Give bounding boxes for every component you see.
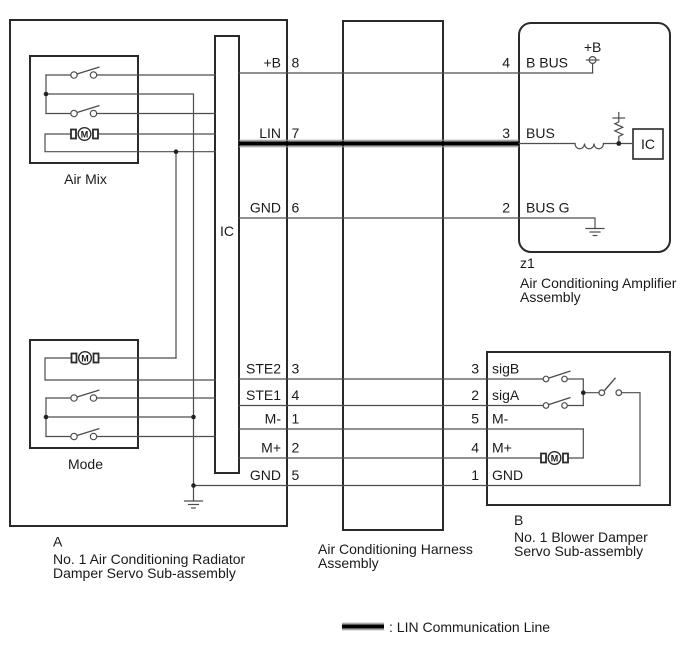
mode-switch-1-icon	[70, 389, 100, 402]
blower-motor-icon: M	[540, 451, 569, 466]
legend-lin-label: : LIN Communication Line	[389, 619, 550, 635]
pin-number: 4	[502, 55, 510, 71]
servo-b-name-line2: Servo Sub-assembly	[514, 543, 643, 559]
ground-icon	[585, 227, 605, 237]
pin-number: 5	[471, 411, 479, 427]
pin-label: STE2	[246, 361, 281, 377]
pin-number: 3	[502, 125, 510, 141]
servo-a-caption: A No. 1 Air Conditioning Radiator Damper…	[53, 534, 246, 582]
junction-dots	[43, 91, 622, 488]
pin-label: sigA	[492, 387, 520, 403]
mode-label: Mode	[68, 456, 103, 472]
harness-box	[342, 20, 444, 531]
servo-a-ic-box	[214, 35, 240, 474]
servo-a-name-line1: No. 1 Air Conditioning Radiator	[53, 551, 246, 567]
pin-label: STE1	[246, 387, 281, 403]
ground-icon	[183, 500, 204, 509]
amplifier-pins: 4 B BUS 3 BUS 2 BUS G	[502, 55, 569, 216]
pin-number: 2	[502, 200, 510, 216]
amplifier-internal	[518, 55, 634, 237]
pin-label: LIN	[259, 125, 281, 141]
sigb-switch-icon	[542, 370, 571, 383]
servo-a-ic-label: IC	[220, 223, 234, 239]
pin-number: 4	[471, 440, 479, 456]
air-mix-box	[29, 55, 139, 164]
servo-b-internal-wires	[566, 378, 641, 487]
legend: : LIN Communication Line	[342, 619, 550, 635]
amplifier-box	[518, 22, 671, 253]
amplifier-ic-label: IC	[641, 136, 655, 152]
common-switch-icon	[598, 377, 623, 397]
pin-label: GND	[250, 200, 281, 216]
servo-a-box	[9, 19, 288, 527]
harness-name-line2: Assembly	[318, 555, 379, 571]
motor-letter: M	[551, 453, 559, 463]
amplifier-ic-box	[632, 128, 664, 160]
pin-label: BUS G	[526, 200, 570, 216]
pin-number: 2	[471, 387, 479, 403]
servo-a-code: A	[53, 534, 63, 550]
pin-number: 1	[292, 411, 300, 427]
pullup-resistor-icon	[612, 111, 626, 145]
pin-number: 2	[292, 440, 300, 456]
pin-label: M+	[492, 440, 512, 456]
air-mix-switch-2-icon	[70, 104, 100, 118]
servo-b-name-line1: No. 1 Blower Damper	[514, 529, 648, 545]
amplifier-power-label: +B	[584, 39, 602, 55]
motor-letter: M	[81, 353, 89, 363]
pin-number: 4	[292, 387, 300, 403]
pin-label: +B	[263, 55, 281, 71]
pin-number: 1	[471, 467, 479, 483]
air-mix-motor-icon: M	[70, 126, 99, 141]
lin-line-swatch-icon	[342, 622, 384, 631]
servo-a-pins: +B 8 LIN 7 GND 6 STE2 3 STE1 4 M- 1 M+ 2…	[246, 55, 300, 484]
mode-box	[29, 339, 139, 449]
mode-motor-icon: M	[70, 351, 100, 366]
pin-number: 6	[292, 200, 300, 216]
interconnect-wires	[192, 72, 641, 487]
pin-number: 5	[292, 467, 300, 483]
servo-b-caption: B No. 1 Blower Damper Servo Sub-assembly	[514, 512, 648, 559]
amplifier-caption: z1 Air Conditioning Amplifier Assembly	[520, 255, 677, 305]
pin-label: B BUS	[526, 55, 568, 71]
pin-number: 3	[292, 361, 300, 377]
amplifier-name-line2: Assembly	[520, 289, 581, 305]
inductor-icon	[574, 142, 605, 150]
pin-label: M-	[492, 411, 509, 427]
pin-label: GND	[492, 467, 523, 483]
pin-label: M+	[261, 440, 281, 456]
pin-number: 8	[292, 55, 300, 71]
servo-b-pins: 3 sigB 2 sigA 5 M- 4 M+ 1 GND	[471, 361, 523, 484]
pin-number: 7	[292, 125, 300, 141]
siga-switch-icon	[542, 396, 571, 409]
motor-letter: M	[81, 129, 89, 139]
air-mix-switch-1-icon	[70, 66, 100, 79]
air-mix-label: Air Mix	[64, 171, 107, 187]
servo-b-code: B	[514, 512, 523, 528]
servo-a-internal-wires	[44, 74, 216, 502]
lin-communication-line	[239, 139, 519, 148]
harness-caption: Air Conditioning Harness Assembly	[318, 541, 473, 571]
mode-switch-2-icon	[70, 427, 100, 441]
pin-label: GND	[250, 467, 281, 483]
harness-name-line1: Air Conditioning Harness	[318, 541, 473, 557]
servo-a-name-line2: Damper Servo Sub-assembly	[53, 565, 236, 581]
pin-label: sigB	[492, 361, 519, 377]
pin-label: BUS	[526, 125, 555, 141]
amplifier-name-line1: Air Conditioning Amplifier	[520, 275, 677, 291]
pin-number: 3	[471, 361, 479, 377]
amplifier-code: z1	[520, 255, 535, 271]
pin-label: M-	[265, 411, 282, 427]
power-terminal-icon	[585, 55, 600, 74]
